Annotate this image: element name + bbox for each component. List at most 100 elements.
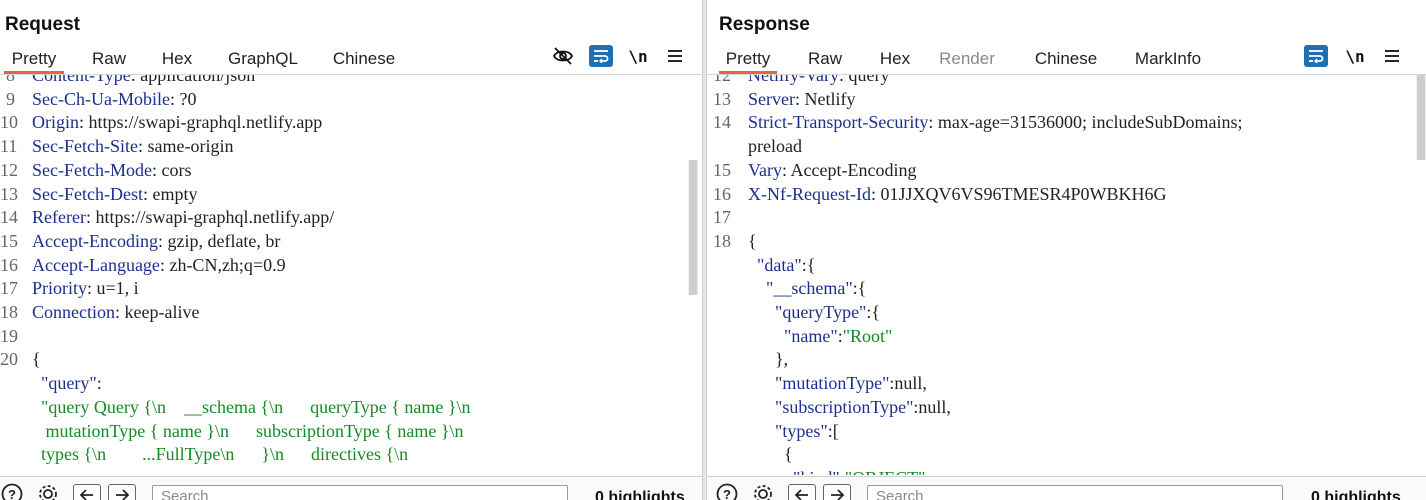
header-key: "__schema": [766, 278, 853, 299]
string-value: mutationType { name }\n subscriptionType…: [32, 420, 464, 441]
forward-button[interactable]: [823, 484, 851, 500]
code-text: :: [928, 112, 938, 133]
header-key: Referer: [32, 207, 86, 228]
help-icon[interactable]: ?: [715, 483, 739, 500]
menu-icon[interactable]: [1381, 44, 1403, 68]
code-text: :{: [801, 254, 816, 275]
code-text: Netlify: [804, 88, 856, 109]
code-text: keep-alive: [124, 302, 200, 322]
header-key: Sec-Ch-Ua-Mobile: [32, 88, 170, 109]
header-key: Netlify-Vary: [748, 75, 839, 85]
code-text: :: [137, 136, 148, 157]
line-code: "subscriptionType":null,: [748, 395, 951, 419]
tab-hex[interactable]: Hex: [161, 49, 193, 68]
tab-chinese[interactable]: Chinese: [1034, 49, 1098, 68]
tab-raw[interactable]: Raw: [91, 49, 126, 68]
code-text: Accept-Encoding: [790, 159, 917, 180]
tab-pretty[interactable]: Pretty: [4, 46, 64, 74]
code-text: :[: [827, 420, 839, 441]
header-key: Connection: [32, 302, 115, 322]
line-code: Sec-Fetch-Site: same-origin: [32, 134, 233, 158]
menu-icon[interactable]: [664, 44, 686, 68]
scrollbar-thumb[interactable]: [689, 160, 697, 295]
code-text: [748, 468, 793, 475]
string-value: "Root": [842, 325, 893, 346]
code-text: zh-CN,zh;q=0.9: [169, 254, 286, 275]
code-line: "__schema":{: [707, 276, 1413, 300]
tab-graphql[interactable]: GraphQL: [228, 49, 298, 68]
newline-toggle[interactable]: \n: [628, 46, 648, 66]
line-code: Origin: https://swapi-graphql.netlify.ap…: [32, 110, 322, 134]
search-input[interactable]: Search: [867, 485, 1283, 500]
code-text: :: [87, 278, 97, 299]
search-input[interactable]: Search: [152, 485, 568, 500]
line-code: mutationType { name }\n subscriptionType…: [32, 419, 464, 443]
line-code: types {\n ...FullType\n }\n directives {…: [32, 442, 408, 466]
code-text: :{: [852, 278, 867, 299]
response-scrollbar[interactable]: [1416, 75, 1426, 160]
line-code: Content-Type: application/json: [32, 75, 255, 87]
settings-icon[interactable]: [751, 484, 775, 500]
header-key: Server: [748, 88, 795, 109]
code-text: max-age=31536000; includeSubDomains;: [937, 112, 1243, 133]
header-key: Content-Type: [32, 75, 131, 85]
code-text: :: [870, 183, 881, 204]
code-text: [748, 302, 775, 322]
back-button[interactable]: [73, 484, 101, 500]
code-text: [748, 421, 775, 441]
help-icon[interactable]: ?: [0, 483, 24, 500]
code-text: [748, 326, 784, 346]
back-button[interactable]: [788, 484, 816, 500]
settings-icon[interactable]: [36, 484, 60, 500]
response-bottom-bar: ? Search 0 highlights: [707, 476, 1426, 500]
header-key: X-Nf-Request-Id: [748, 183, 871, 204]
header-key: "name": [784, 325, 838, 346]
line-code: Strict-Transport-Security: max-age=31536…: [748, 110, 1242, 134]
wrap-lines-icon[interactable]: [1304, 45, 1328, 67]
code-text: empty: [152, 183, 198, 204]
svg-text:?: ?: [8, 487, 16, 500]
code-text: [748, 373, 775, 393]
request-scrollbar[interactable]: [688, 160, 698, 295]
code-text: :: [159, 254, 170, 275]
panel-divider[interactable]: [702, 0, 707, 500]
newline-toggle[interactable]: \n: [1345, 46, 1365, 66]
header-key: Sec-Fetch-Dest: [32, 183, 143, 204]
eye-off-icon[interactable]: [551, 44, 575, 68]
code-text: [748, 278, 766, 298]
tab-raw[interactable]: Raw: [807, 49, 842, 68]
line-code: Referer: https://swapi-graphql.netlify.a…: [32, 205, 334, 229]
code-text: same-origin: [147, 136, 234, 157]
forward-button[interactable]: [108, 484, 136, 500]
tab-markinfo[interactable]: MarkInfo: [1134, 49, 1202, 68]
tab-pretty[interactable]: Pretty: [719, 46, 777, 74]
request-title: Request: [5, 14, 80, 35]
line-number: 18: [0, 302, 18, 322]
code-text: [32, 373, 41, 393]
line-number: 14: [713, 112, 731, 133]
header-key: "queryType": [775, 302, 867, 322]
code-line: preload: [707, 134, 1413, 158]
code-text: :: [837, 325, 843, 346]
tab-hex[interactable]: Hex: [879, 49, 911, 68]
wrap-lines-icon[interactable]: [589, 45, 613, 67]
code-text: https://swapi-graphql.netlify.app/: [95, 207, 335, 228]
code-text: :: [782, 159, 791, 180]
line-code: Accept-Language: zh-CN,zh;q=0.9: [32, 253, 286, 277]
code-text: query: [848, 75, 890, 85]
line-code: Server: Netlify: [748, 87, 856, 111]
header-key: "subscriptionType": [775, 396, 914, 417]
scrollbar-thumb[interactable]: [1417, 75, 1425, 160]
header-key: Sec-Fetch-Mode: [32, 159, 152, 180]
line-number: 12: [713, 75, 731, 85]
highlights-count: 0 highlights: [1311, 489, 1401, 500]
tab-chinese[interactable]: Chinese: [332, 49, 396, 68]
header-key: "query": [41, 373, 97, 394]
code-text: :: [130, 75, 141, 85]
